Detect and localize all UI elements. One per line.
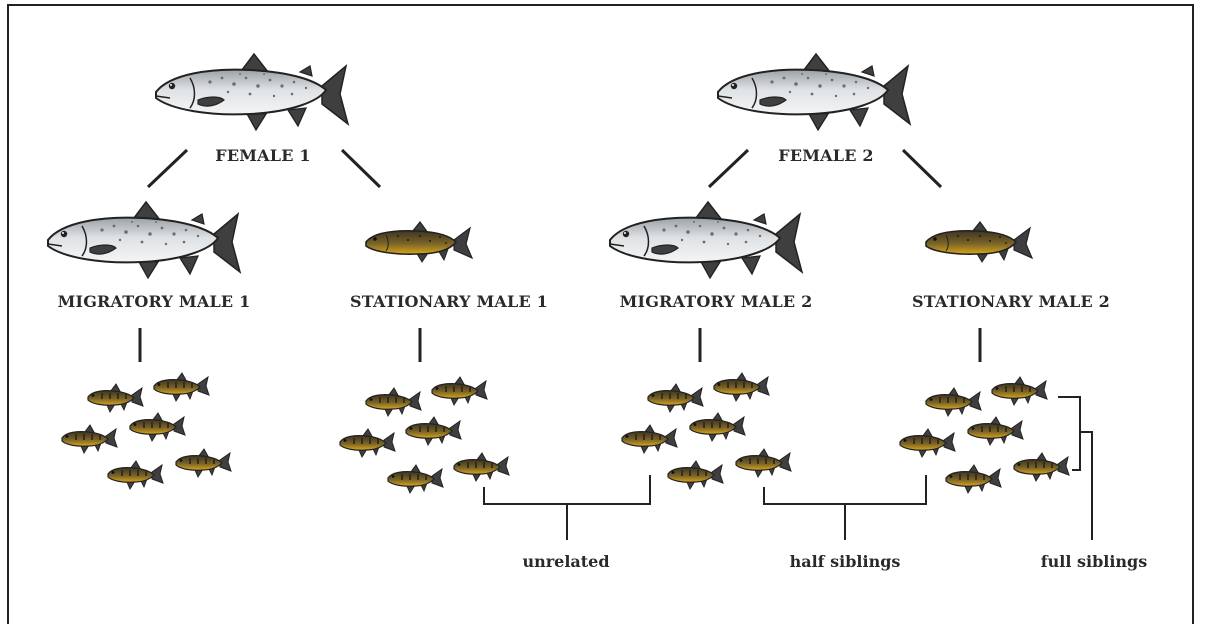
half-siblings-label: half siblings — [790, 552, 901, 571]
connector-f2-stat2 — [903, 150, 941, 187]
stationary-male-2-label: STATIONARY MALE 2 — [912, 292, 1110, 311]
connector-f1-stat1 — [342, 150, 380, 187]
female-2-fish-icon — [718, 54, 910, 130]
migratory-male-2-label: MIGRATORY MALE 2 — [620, 292, 813, 311]
stationary-male-1-fish-icon — [366, 222, 472, 262]
offspring-cluster-3 — [622, 373, 791, 489]
female-2-label: FEMALE 2 — [778, 146, 873, 165]
bracket-unrelated — [484, 475, 650, 504]
stationary-male-2-fish-icon — [926, 222, 1032, 262]
migratory-male-2-fish-icon — [610, 202, 802, 278]
parent-connectors — [140, 150, 980, 362]
bracket-half-siblings — [764, 475, 926, 504]
stationary-male-1-label: STATIONARY MALE 1 — [350, 292, 548, 311]
migratory-male-1-label: MIGRATORY MALE 1 — [58, 292, 251, 311]
bracket-full-siblings — [1058, 397, 1080, 470]
offspring-cluster-2 — [340, 377, 509, 493]
offspring-cluster-1 — [62, 373, 231, 489]
unrelated-label: unrelated — [522, 552, 609, 571]
migratory-male-1-fish-icon — [48, 202, 240, 278]
female-1-label: FEMALE 1 — [215, 146, 310, 165]
connector-f2-mig2 — [709, 150, 748, 187]
female-1-fish-icon — [156, 54, 348, 130]
full-siblings-label: full siblings — [1041, 552, 1148, 571]
connector-f1-mig1 — [148, 150, 187, 187]
